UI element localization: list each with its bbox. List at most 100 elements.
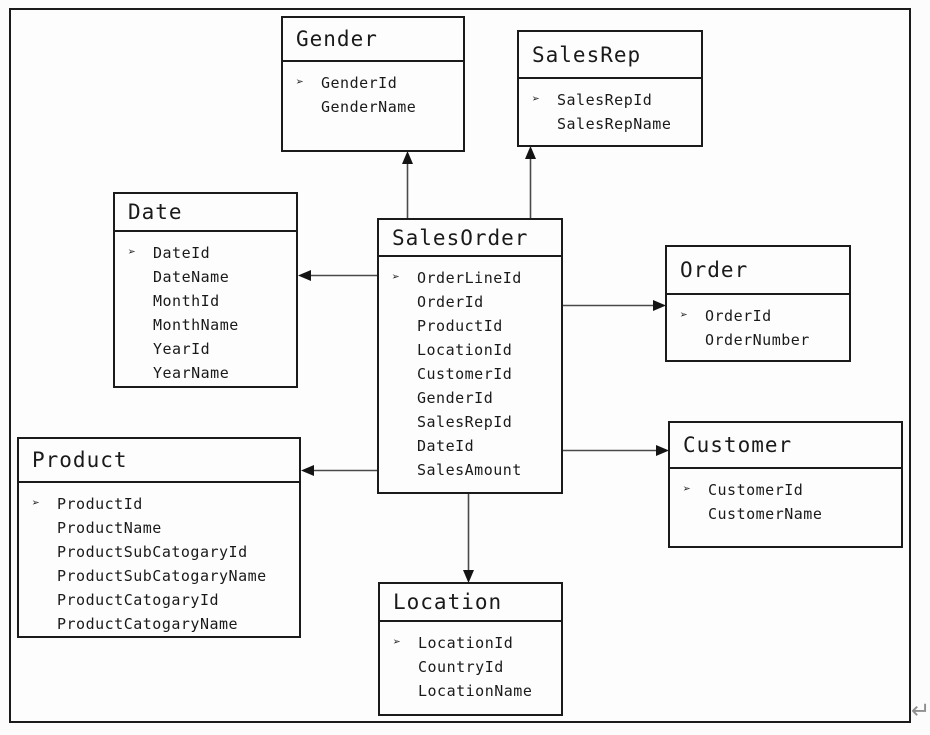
field-row-locationid: LocationId <box>379 338 561 362</box>
field-row-genderid: GenderId <box>379 386 561 410</box>
field-row-monthid: MonthId <box>115 289 296 313</box>
key-column-spacer <box>379 386 417 410</box>
field-name: GenderName <box>321 98 417 116</box>
field-row-yearname: YearName <box>115 361 296 385</box>
key-column-spacer <box>115 361 153 385</box>
primary-key-icon: ➢ <box>296 75 305 90</box>
primary-key-icon: ➢ <box>683 482 692 497</box>
key-column-spacer <box>115 265 153 289</box>
field-row-orderid: ➢ OrderId <box>667 304 849 328</box>
entity-title: Customer <box>683 433 793 457</box>
key-column-spacer <box>379 434 417 458</box>
field-name: LocationId <box>418 634 514 652</box>
field-name: CustomerName <box>708 505 823 523</box>
field-name: OrderId <box>705 307 772 325</box>
field-name: LocationId <box>417 341 513 359</box>
field-name: CustomerId <box>417 365 513 383</box>
field-row-locationname: LocationName <box>380 679 561 703</box>
key-column-spacer <box>19 588 57 612</box>
field-row-locationid: ➢ LocationId <box>380 631 561 655</box>
primary-key-icon: ➢ <box>392 270 401 285</box>
field-row-countryid: CountryId <box>380 655 561 679</box>
key-column-spacer <box>19 516 57 540</box>
field-row-salesamount: SalesAmount <box>379 458 561 482</box>
key-column-spacer <box>283 95 321 119</box>
primary-key-icon: ➢ <box>680 308 689 323</box>
field-row-salesrepname: SalesRepName <box>519 112 701 136</box>
field-name: GenderId <box>321 74 398 92</box>
entity-title: SalesRep <box>532 42 642 67</box>
key-column-spacer <box>19 564 57 588</box>
field-name: ProductSubCatogaryId <box>57 543 248 561</box>
field-row-productsubcatogaryid: ProductSubCatogaryId <box>19 540 299 564</box>
field-name: ProductId <box>417 317 503 335</box>
field-name: OrderId <box>417 293 484 311</box>
field-name: MonthName <box>153 316 239 334</box>
field-name: SalesRepId <box>417 413 513 431</box>
key-column-spacer <box>380 655 418 679</box>
field-row-productcatogaryid: ProductCatogaryId <box>19 588 299 612</box>
field-name: DateId <box>417 437 475 455</box>
primary-key-icon: ➢ <box>32 496 41 511</box>
field-name: MonthId <box>153 292 220 310</box>
key-column-spacer <box>379 314 417 338</box>
entity-location-header: Location <box>380 584 561 622</box>
entity-date-header: Date <box>115 194 296 232</box>
entity-gender-header: Gender <box>283 18 463 62</box>
field-name: OrderNumber <box>705 331 810 349</box>
primary-key-icon: ➢ <box>128 245 137 260</box>
key-column-spacer <box>115 289 153 313</box>
field-row-orderlineid: ➢ OrderLineId <box>379 266 561 290</box>
entity-title: Location <box>393 590 503 614</box>
key-column-spacer <box>379 362 417 386</box>
entity-title: SalesOrder <box>392 225 529 250</box>
field-name: YearName <box>153 364 230 382</box>
field-name: DateName <box>153 268 230 286</box>
field-name: SalesRepName <box>557 115 672 133</box>
field-row-gendername: GenderName <box>283 95 463 119</box>
entity-title: Gender <box>296 27 378 51</box>
key-column-spacer <box>19 540 57 564</box>
key-column-spacer <box>670 502 708 526</box>
field-row-yearid: YearId <box>115 337 296 361</box>
field-row-customerid: ➢CustomerId <box>670 478 901 502</box>
field-name: SalesRepId <box>557 91 653 109</box>
primary-key-icon: ➢ <box>532 92 541 107</box>
entity-customer-header: Customer <box>670 423 901 469</box>
primary-key-icon: ➢ <box>393 635 402 650</box>
key-column-spacer <box>379 338 417 362</box>
field-row-ordernumber: OrderNumber <box>667 328 849 352</box>
field-row-dateid: DateId <box>379 434 561 458</box>
field-name: OrderLineId <box>417 269 522 287</box>
key-column-spacer <box>19 612 57 636</box>
field-name: DateId <box>153 244 211 262</box>
field-row-genderid: ➢ GenderId <box>283 71 463 95</box>
paragraph-return-mark: ↵ <box>911 698 930 724</box>
field-row-productsubcatogaryname: ProductSubCatogaryName <box>19 564 299 588</box>
entity-salesorder-header: SalesOrder <box>379 220 561 257</box>
field-name: ProductId <box>57 495 143 513</box>
field-name: YearId <box>153 340 211 358</box>
key-column-spacer <box>115 313 153 337</box>
field-row-orderid: OrderId <box>379 290 561 314</box>
field-row-salesrepid: SalesRepId <box>379 410 561 434</box>
field-row-monthname: MonthName <box>115 313 296 337</box>
key-column-spacer <box>380 679 418 703</box>
field-name: ProductCatogaryId <box>57 591 220 609</box>
field-row-productcatogaryname: ProductCatogaryName <box>19 612 299 636</box>
entity-product-header: Product <box>19 439 299 483</box>
entity-title: Order <box>680 258 749 282</box>
